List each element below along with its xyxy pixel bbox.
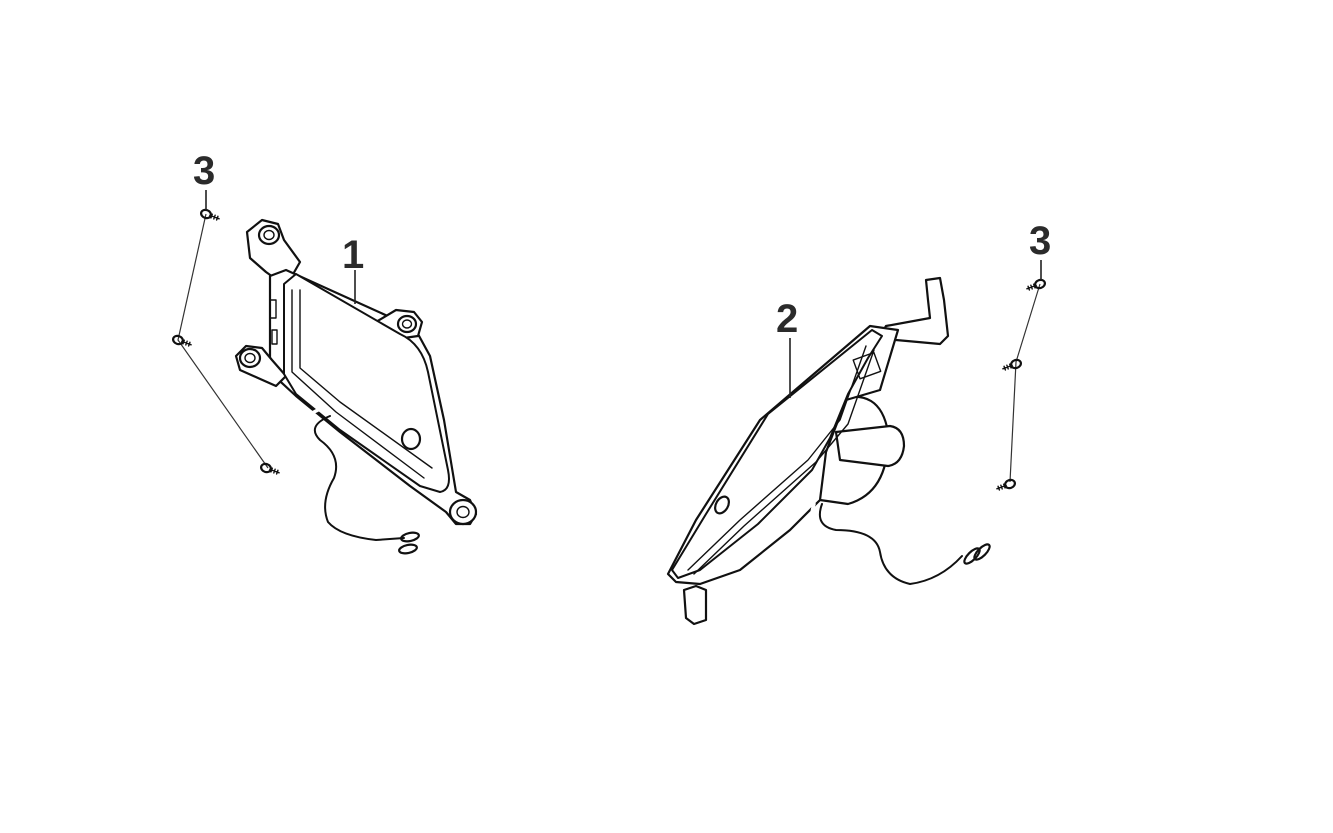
part-label-3-left: 3: [193, 149, 215, 193]
part-label-2: 2: [776, 297, 798, 341]
turn-signal-right-icon[interactable]: [666, 276, 992, 626]
screw-icon[interactable]: [172, 208, 281, 477]
part-label-3-right: 3: [1029, 219, 1051, 263]
screw-icon[interactable]: [995, 278, 1046, 493]
part-label-1: 1: [342, 233, 364, 277]
turn-signal-left-icon[interactable]: [234, 218, 478, 555]
